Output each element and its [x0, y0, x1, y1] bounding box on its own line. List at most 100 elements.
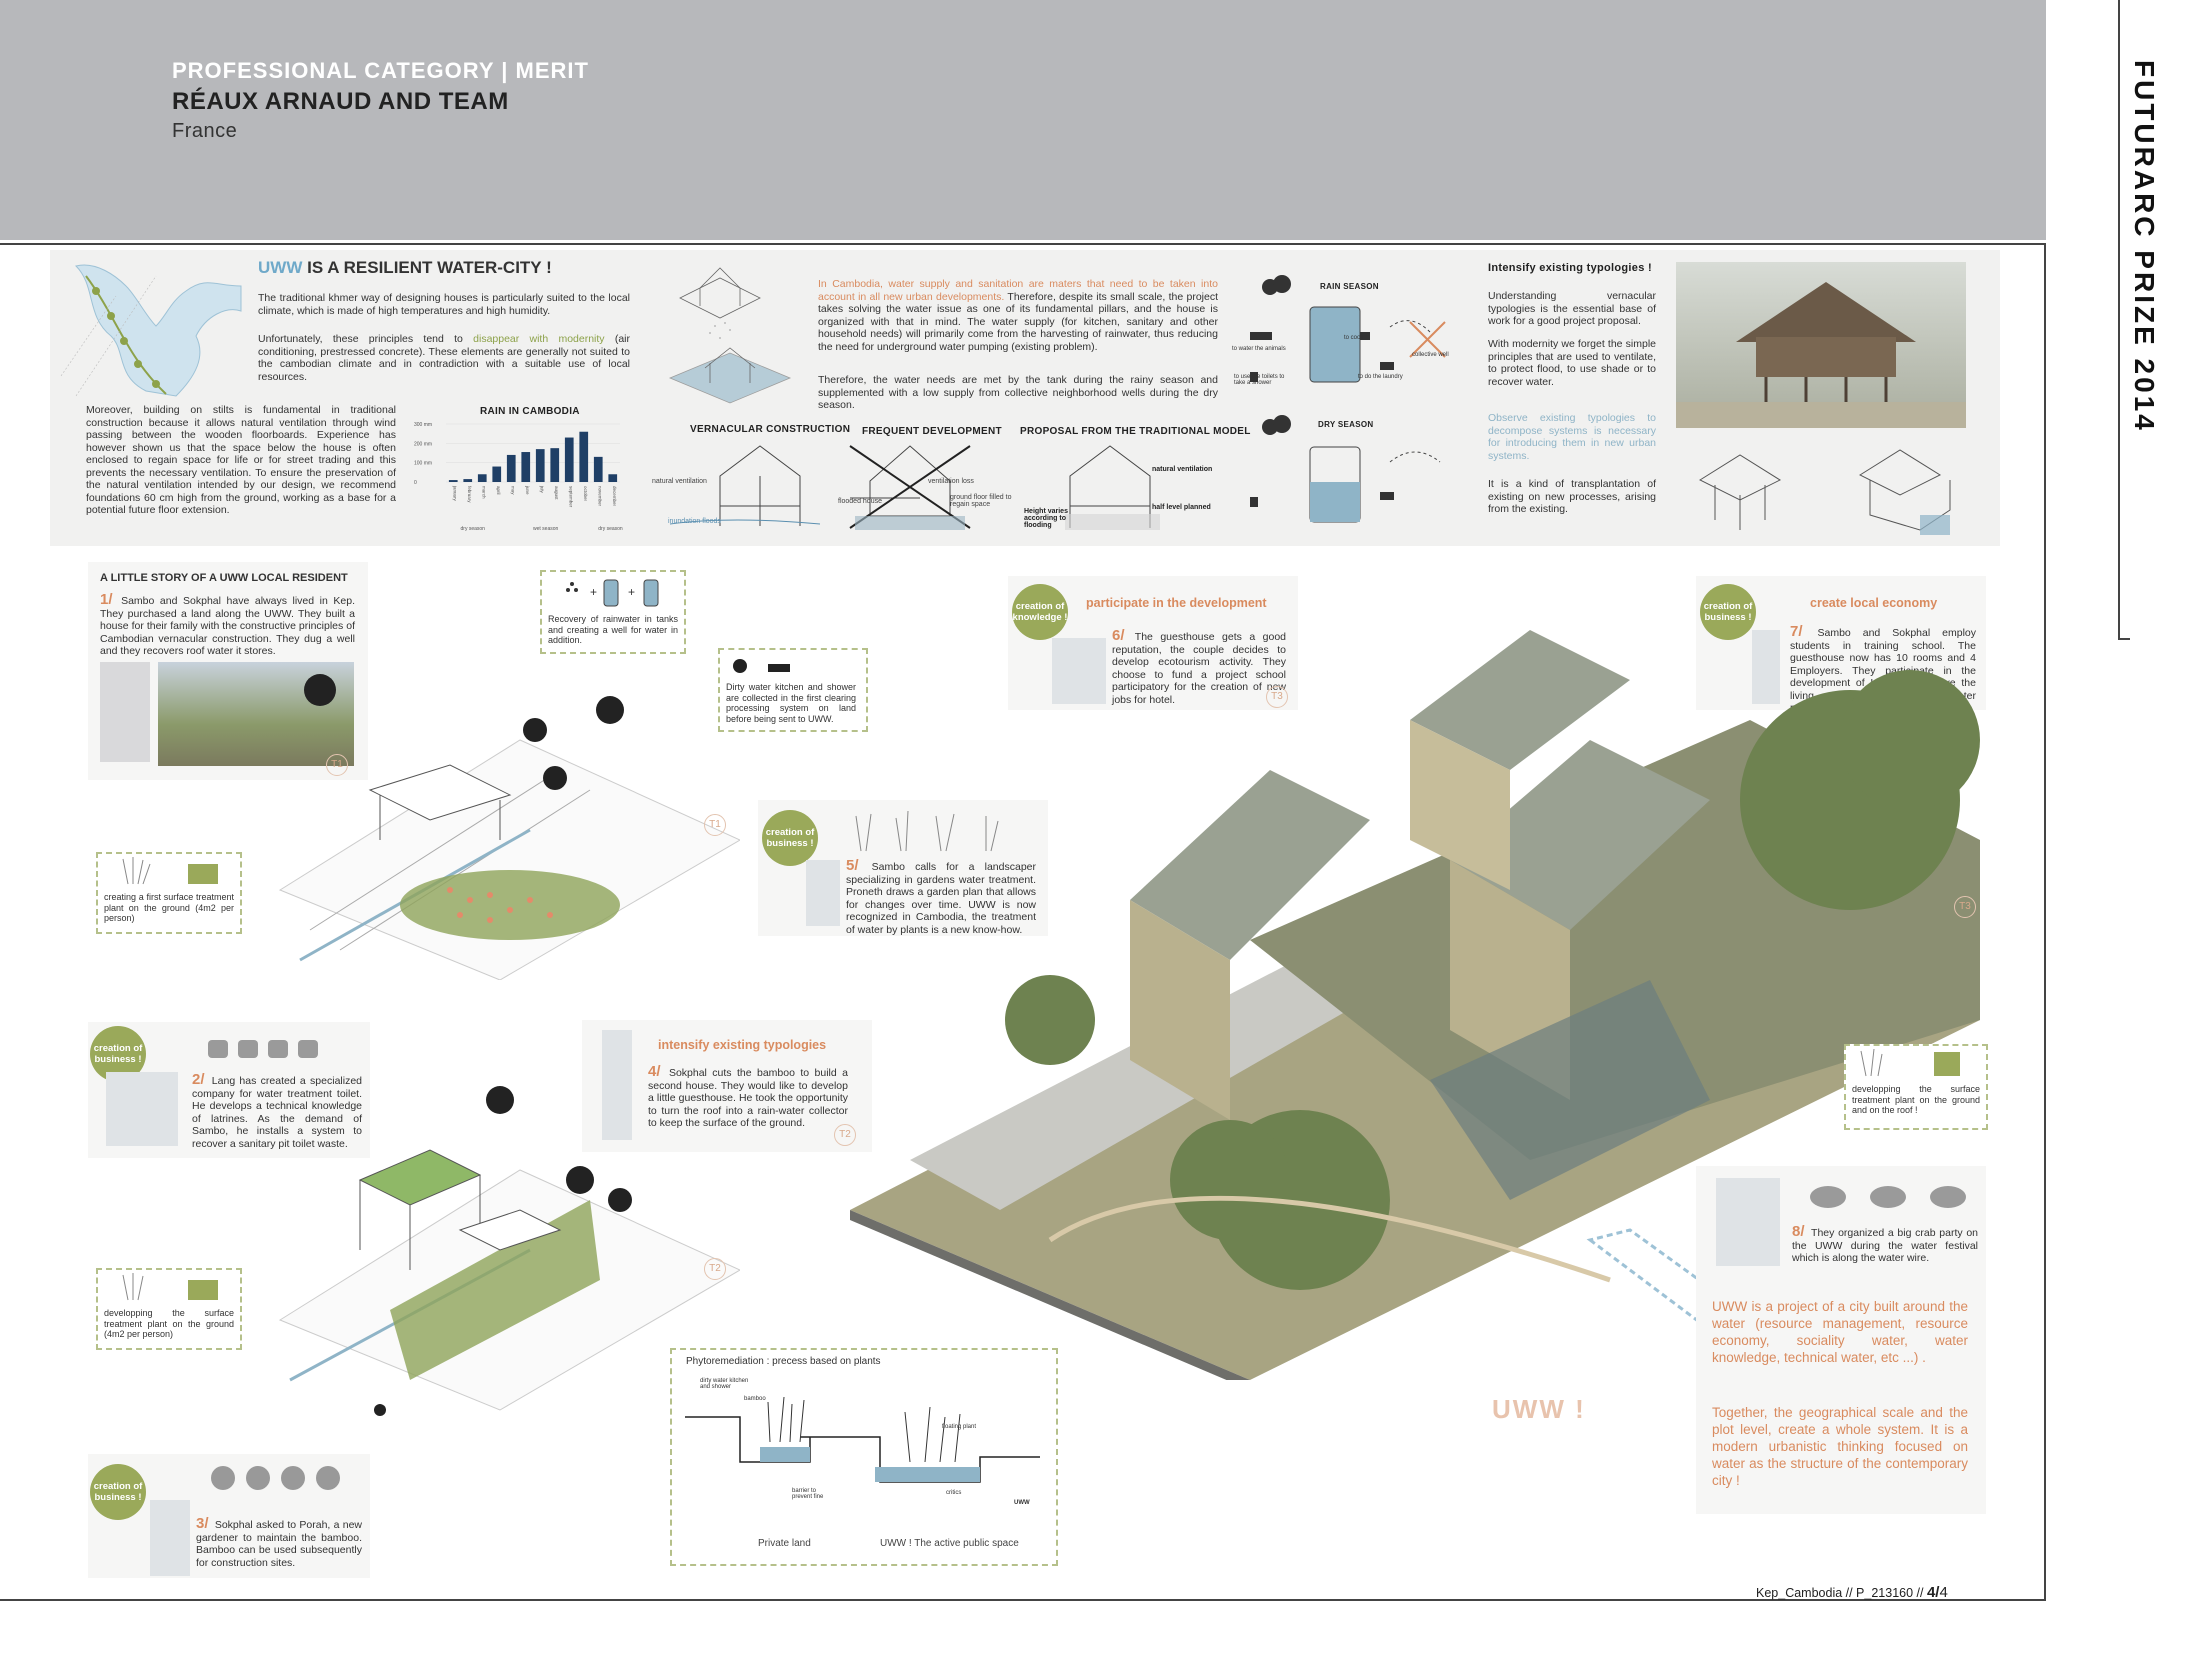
story-4-title: intensify existing typologies: [658, 1038, 827, 1052]
conclusion-p1: UWW is a project of a city built around …: [1712, 1299, 1968, 1365]
story-8-text: They organized a big crab party on the U…: [1792, 1227, 1978, 1264]
rain-x-tick: november: [597, 486, 602, 507]
ventilation-loss-label: ventilation loss: [928, 478, 974, 485]
rain-x-tick: september: [568, 486, 573, 508]
roof-plant-icon: [1860, 1048, 1960, 1077]
rain-x-tick: february: [467, 486, 472, 503]
half-level-label: half level planned: [1152, 504, 1211, 511]
recovery-text: Recovery of rainwater in tanks and creat…: [548, 614, 678, 645]
svg-text:+: +: [590, 585, 597, 599]
story-4-num: 4/: [648, 1063, 661, 1080]
dirty-water-text: Dirty water kitchen and shower are colle…: [726, 682, 856, 724]
to-laundry-label: to do the laundry: [1358, 374, 1403, 380]
tag-t3-plot: T3: [1954, 896, 1976, 918]
story-4: 4/ Sokphal cuts the bamboo to build a se…: [648, 1063, 848, 1130]
proneth-photo: [806, 860, 840, 926]
natural-ventilation-label: natural ventilation: [652, 478, 707, 485]
rain-y-tick: 100 mm: [414, 461, 432, 467]
footer-total: 4: [1939, 1584, 1948, 1601]
bamboo-icons: [211, 1466, 340, 1490]
main-axonometric: [850, 630, 1980, 1380]
intro-p1: The traditional khmer way of designing h…: [258, 292, 630, 317]
creation-business-badge-7: creation of business !: [1700, 584, 1756, 640]
story-8-num: 8/: [1792, 1223, 1805, 1240]
side-title: FUTURARC PRIZE 2014: [2129, 60, 2160, 433]
recovery-icons: + +: [566, 579, 659, 607]
tag-t2: T2: [834, 1124, 856, 1146]
story-title-a: A LITTLE STORY OF A: [100, 572, 217, 584]
typologies-p2: With modernity we forget the simple prin…: [1488, 338, 1656, 388]
conclusion-p2: Together, the geographical scale and the…: [1712, 1405, 1968, 1488]
water-p1: In Cambodia, water supply and sanitation…: [818, 278, 1218, 353]
board-frame: [0, 243, 2046, 1601]
developing-text: developping the surface treatment plant …: [104, 1308, 234, 1339]
rain-bar-june: [521, 452, 531, 482]
intro-p2-a: Unfortunately, these principles tend to: [258, 333, 463, 345]
story-7-num: 7/: [1790, 623, 1803, 640]
rain-season-label: dry season: [598, 526, 623, 532]
garden-plant-icons: [855, 810, 999, 852]
rain-bar-september: [564, 437, 574, 482]
to-use-toilets-label: to use the toilets to take a shower: [1234, 374, 1285, 386]
rain-bar-august: [550, 448, 560, 482]
traditional-house-drawing: [1676, 282, 1966, 428]
frequent-label: FREQUENT DEVELOPMENT: [862, 426, 1002, 437]
couple-photo: [1052, 638, 1106, 704]
crab-icons: [1810, 1186, 1966, 1208]
rain-x-tick: april: [496, 486, 501, 495]
tag-t2-plot: T2: [704, 1258, 726, 1280]
intro-p3: Moreover, building on stilts is fundamen…: [86, 404, 396, 516]
vernacular-label: VERNACULAR CONSTRUCTION: [690, 424, 851, 435]
construction-diagrams: [669, 445, 1160, 530]
intro-p2: Unfortunately, these principles tend to …: [258, 333, 630, 383]
rain-bar-february: [463, 479, 473, 482]
story-6-title: participate in the development: [1086, 596, 1267, 610]
rain-y-tick: 200 mm: [414, 441, 432, 447]
intro-title-rest: IS A RESILIENT WATER-CITY !: [307, 258, 552, 277]
story-2-text: Lang has created a specialized company f…: [192, 1075, 362, 1150]
traditional-house-photo: [1676, 262, 1966, 428]
rain-season-label: dry season: [461, 526, 486, 532]
phyto-bamboo: bamboo: [744, 1396, 766, 1402]
rain-x-tick: may: [510, 486, 515, 495]
plant-icon: [122, 857, 218, 885]
story-5: 5/ Sambo calls for a landscaper speciali…: [846, 857, 1036, 936]
side-tick: [2118, 638, 2130, 640]
typologies-p4: It is a kind of transplantation of exist…: [1488, 478, 1656, 515]
rain-bar-march: [477, 474, 487, 482]
svg-text:+: +: [628, 585, 635, 599]
private-land-label: Private land: [758, 1538, 811, 1549]
uww-big-label: UWW !: [1492, 1394, 1586, 1424]
intro-p2-b: (air conditioning, prestressed concrete)…: [258, 333, 630, 383]
story-title-b: UWW: [219, 572, 249, 584]
rain-bar-december: [608, 474, 618, 482]
toilet-icons: [208, 1040, 318, 1058]
rain-x-tick: august: [554, 486, 559, 500]
flooded-house-label: flooded house: [838, 498, 882, 505]
ground-floor-label: ground floor filled to regain space: [950, 494, 1012, 508]
top-band: [50, 250, 2000, 546]
rain-y-tick: 0: [414, 480, 417, 486]
typologies-title: Intensify existing typologies !: [1488, 262, 1652, 274]
story-3: 3/ Sokphal asked to Porah, a new gardene…: [196, 1516, 362, 1569]
developing-roof-box: developping the surface treatment plant …: [1844, 1044, 1988, 1130]
separator: |: [501, 58, 509, 83]
story-5-text: Sambo calls for a landscaper specializin…: [846, 861, 1036, 936]
water-p1-highlight: In Cambodia, water supply and sanitation…: [818, 278, 1218, 303]
rain-bar-april: [492, 466, 502, 482]
story-3-text: Sokphal asked to Porah, a new gardener t…: [196, 1519, 362, 1569]
plot-t1-axonometric: [278, 674, 740, 980]
award-label: MERIT: [515, 58, 589, 83]
kep-map: [60, 264, 242, 397]
rain-bar-july: [535, 449, 545, 482]
developing-roof-text: developping the surface treatment plant …: [1852, 1084, 1980, 1115]
story-6-text: The guesthouse gets a good reputation, t…: [1112, 631, 1286, 706]
developing-box: developping the surface treatment plant …: [96, 1268, 242, 1350]
porah-photo: [150, 1500, 190, 1576]
side-rule: [2118, 0, 2120, 640]
phyto-title: Phytoremediation : precess based on plan…: [686, 1356, 881, 1367]
creating-box: creating a first surface treatment plant…: [96, 852, 242, 934]
rain-bar-may: [506, 454, 516, 482]
story-5-num: 5/: [846, 857, 859, 874]
